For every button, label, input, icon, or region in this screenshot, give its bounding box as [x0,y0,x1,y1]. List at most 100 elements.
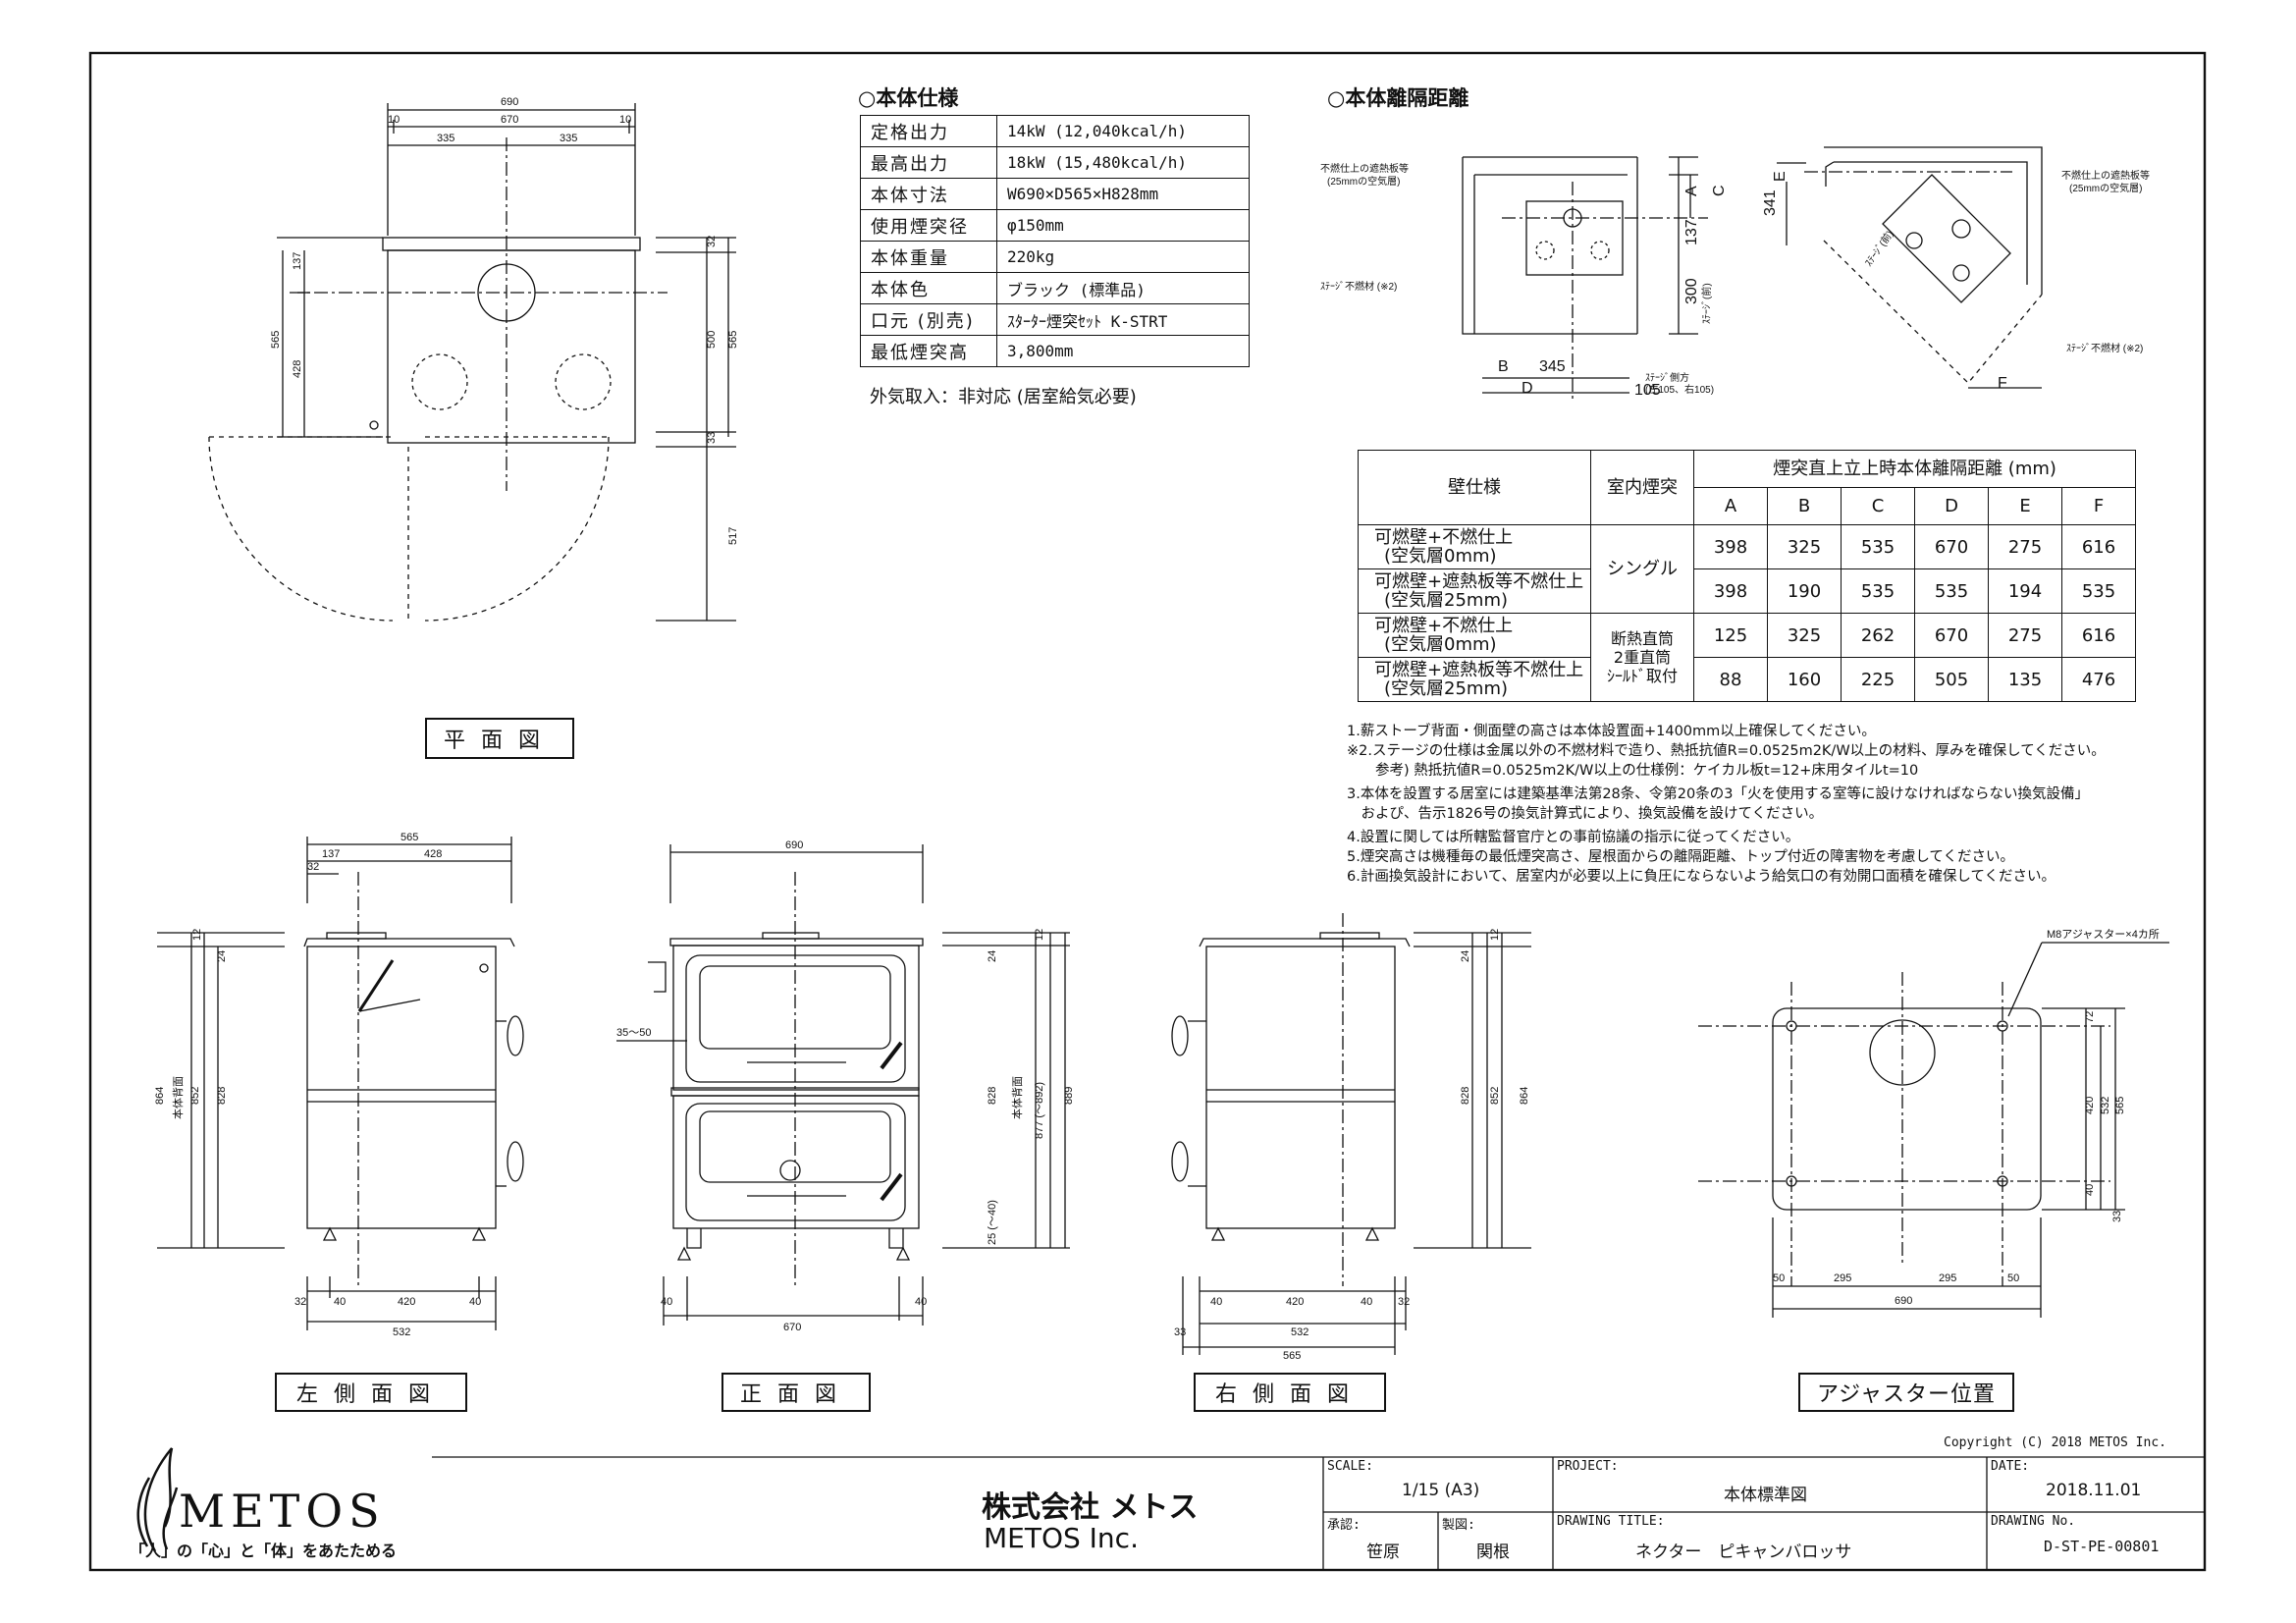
dist-value: 125 [1693,613,1768,658]
dist-value: 190 [1767,568,1842,614]
dist-value: 535 [1841,568,1915,614]
clearance-dim-f: F [1998,375,2007,392]
dim-adj-b295a: 295 [1834,1272,1851,1284]
dist-wall-spec: 可燃壁+遮熱板等不燃仕上(空気層25mm) [1358,568,1591,614]
notes-list: 1.薪ストーブ背面・側面壁の高さは本体設置面+1400mm以上確保してください。… [1347,722,2106,887]
dim-plan-33: 33 [706,432,718,444]
dim-front-b670: 670 [783,1322,801,1333]
clearance-wall-label-1: 不燃仕上の遮熱板等 [1320,162,1409,175]
scale-value: 1/15 (A3) [1402,1481,1480,1500]
dist-value: 262 [1841,613,1915,658]
dim-right-b32: 32 [1398,1296,1410,1308]
brand-logo: METOS [179,1485,386,1538]
dim-plan-690: 690 [501,96,518,108]
dim-plan-137: 137 [292,252,303,270]
scale-label: SCALE: [1327,1459,1373,1474]
dist-wall-line1: 可燃壁+不燃仕上 [1374,616,1514,636]
date-value: 2018.11.01 [2046,1481,2142,1500]
project-value: 本体標準図 [1724,1486,1807,1505]
spec-label: 本体色 [860,272,997,304]
dim-left-body: 本体背面 [171,1076,185,1119]
dist-value: 88 [1693,657,1768,702]
drawing-no-label: DRAWING No. [1991,1514,2076,1529]
dim-left-428: 428 [424,848,442,860]
dim-front-889: 889 [1063,1087,1075,1105]
dim-plan-565r: 565 [727,331,739,349]
clearance-stage-front: ｽﾃｰｼﾞ(前) [1700,283,1713,324]
dist-value: 325 [1767,524,1842,569]
dist-chimney-single: シングル [1590,524,1694,614]
dim-adj-b50b: 50 [2007,1272,2019,1284]
spec-row: 本体色ブラック (標準品) [860,272,1250,304]
spec-label: 最低煙突高 [860,335,997,367]
dist-value: 135 [1988,657,2062,702]
spec-row: 口元 (別売)ｽﾀｰﾀｰ煙突ｾｯﾄ K-STRT [860,303,1250,336]
note-line: およぴ、告示1826号の換気計算式により、換気設備を設けてください。 [1347,806,1824,822]
dim-right-b420: 420 [1286,1296,1304,1308]
dim-adj-33: 33 [2111,1211,2123,1222]
dim-plan-428: 428 [292,360,303,378]
dim-plan-517: 517 [727,527,739,545]
approved-label: 承認: [1327,1518,1361,1533]
note-line: 5.煙突高さは機種毎の最低煙突高さ、屋根面からの離隔距離、トップ付近の障害物を考… [1347,849,2014,865]
view-label-left: 左側面図 [275,1373,467,1412]
dim-left-b32: 32 [294,1296,306,1308]
spec-value: 18kW (15,480kcal/h) [996,146,1250,179]
dist-col-header: E [1988,487,2062,525]
clearance-dim-a: A [1683,186,1700,196]
spec-label: 使用煙突径 [860,209,997,242]
dist-col-header: A [1693,487,1768,525]
company-en: METOS Inc. [984,1522,1139,1554]
dist-col-header: F [2061,487,2136,525]
dist-col-header: B [1767,487,1842,525]
dist-wall-spec: 可燃壁+遮熱板等不燃仕上(空気層25mm) [1358,657,1591,702]
note-line: 6.計画換気設計において、居室内が必要以上に負圧にならないよう給気口の有効開口面… [1347,869,2056,885]
dist-wall-spec: 可燃壁+不燃仕上(空気層0mm) [1358,613,1591,658]
drawn-value: 関根 [1476,1542,1510,1562]
clearance-diagram-corner [1777,146,2043,389]
dim-front-690: 690 [785,839,803,851]
dist-value: 275 [1988,524,2062,569]
dim-plan-670: 670 [501,114,518,126]
dim-front-828: 828 [987,1087,998,1105]
dist-col-header: C [1841,487,1915,525]
spec-note: 外気取入：非対応 (居室給気必要) [870,387,1137,407]
dist-value: 325 [1767,613,1842,658]
date-label: DATE: [1991,1459,2030,1474]
spec-label: 口元 (別売) [860,303,997,336]
dim-right-b40a: 40 [1210,1296,1222,1308]
clearance-stage-side: ｽﾃｰｼﾞ側方 [1645,371,1689,384]
copyright: Copyright (C) 2018 METOS Inc. [1944,1435,2166,1450]
clearance-wall-label-2b: (25mmの空気層) [2069,182,2142,194]
clearance-stage-label-b: ｽﾃｰｼﾞ不燃材 (※2) [2066,342,2143,354]
dim-plan-10b: 10 [619,114,631,126]
dim-right-b40b: 40 [1361,1296,1372,1308]
company-jp: 株式会社 メトス [982,1490,1199,1525]
adjuster-dimension-labels: M8アジャスター×4カ所 72 420 532 565 40 33 50 295… [1773,928,2160,1307]
clearance-diagram-front [1462,156,1708,401]
spec-value: φ150mm [996,209,1250,242]
dim-left-852: 852 [189,1087,201,1105]
dist-wall-spec: 可燃壁+不燃仕上(空気層0mm) [1358,524,1591,569]
note-line: ※2.ステージの仕様は金属以外の不燃材料で造り、熱抵抗値R=0.0525m2K/… [1347,743,2106,759]
dim-right-b565: 565 [1283,1350,1301,1362]
dim-plan-565: 565 [270,331,282,349]
view-label-front: 正面図 [721,1373,871,1412]
dim-left-864: 864 [154,1087,166,1105]
clearance-stage-front-b: ｽﾃｰｼﾞ(前) [1862,228,1896,269]
dim-front-25: 25 (～40) [987,1200,998,1245]
drawing-title-label: DRAWING TITLE: [1557,1514,1665,1529]
dim-right-852: 852 [1489,1087,1501,1105]
dist-value: 505 [1914,657,1989,702]
view-label-adjuster: アジャスター位置 [1798,1373,2014,1412]
dim-right-b33: 33 [1174,1326,1186,1338]
clearance-dim-c: C [1711,185,1728,196]
dim-left-828: 828 [216,1087,228,1105]
dist-col-header: D [1914,487,1989,525]
